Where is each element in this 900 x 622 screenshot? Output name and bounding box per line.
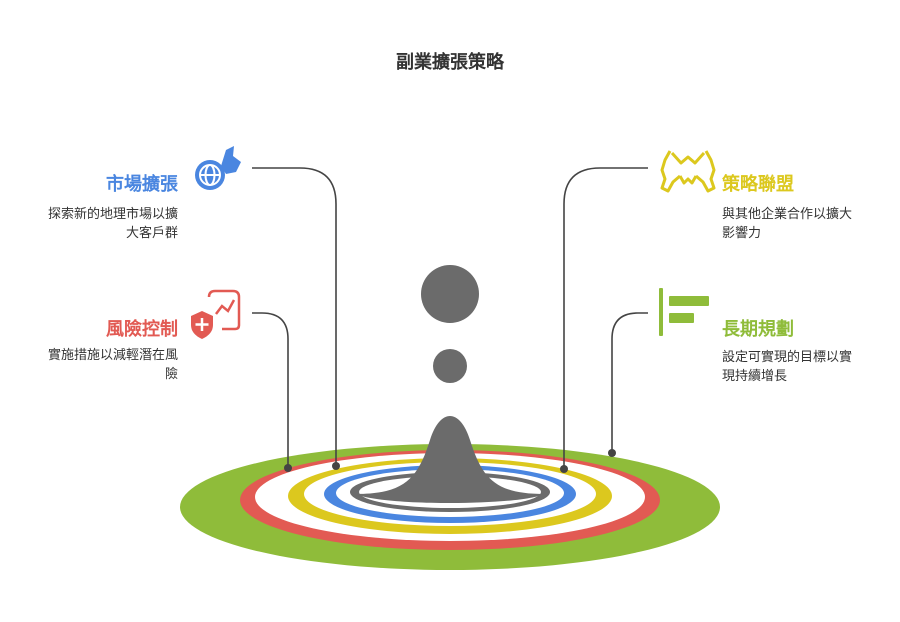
connector-market-dot bbox=[332, 462, 340, 470]
connector-market bbox=[252, 167, 337, 466]
alliance-desc: 與其他企業合作以擴大 影響力 bbox=[722, 205, 892, 243]
page-title: 副業擴張策略 bbox=[396, 52, 504, 73]
shield-chart-icon bbox=[191, 289, 241, 339]
planning-desc: 設定可實現的目標以實 現持續增長 bbox=[722, 348, 892, 386]
roadmap-icon bbox=[659, 288, 709, 336]
risk-desc: 實施措施以減輕潛在風 險 bbox=[10, 346, 178, 384]
alliance-desc-line2: 影響力 bbox=[722, 226, 762, 241]
market-desc: 探索新的地理市場以擴 大客戶群 bbox=[10, 205, 178, 243]
planning-desc-line2: 現持續增長 bbox=[722, 369, 788, 384]
connector-planning bbox=[611, 312, 648, 453]
alliance-label: 策略聯盟 bbox=[722, 174, 794, 195]
market-label: 市場擴張 bbox=[106, 174, 178, 195]
connector-risk-dot bbox=[284, 464, 292, 472]
planning-label: 長期規劃 bbox=[722, 319, 794, 340]
connector-alliance bbox=[563, 167, 648, 469]
market-desc-line2: 大客戶群 bbox=[125, 226, 178, 241]
droplet-large bbox=[421, 265, 479, 323]
droplet-small bbox=[433, 349, 467, 383]
connector-risk bbox=[252, 312, 289, 468]
splash-peak bbox=[356, 416, 544, 503]
risk-label: 風險控制 bbox=[106, 319, 178, 340]
connector-alliance-dot bbox=[560, 465, 568, 473]
risk-desc-line1: 實施措施以減輕潛在風 bbox=[47, 348, 178, 363]
risk-desc-line2: 險 bbox=[164, 367, 178, 382]
connector-planning-dot bbox=[608, 449, 616, 457]
alliance-desc-line1: 與其他企業合作以擴大 bbox=[722, 207, 853, 222]
handshake-icon bbox=[660, 150, 716, 193]
globe-icon bbox=[195, 146, 241, 190]
market-desc-line1: 探索新的地理市場以擴 bbox=[47, 207, 178, 222]
planning-desc-line1: 設定可實現的目標以實 bbox=[722, 350, 853, 365]
